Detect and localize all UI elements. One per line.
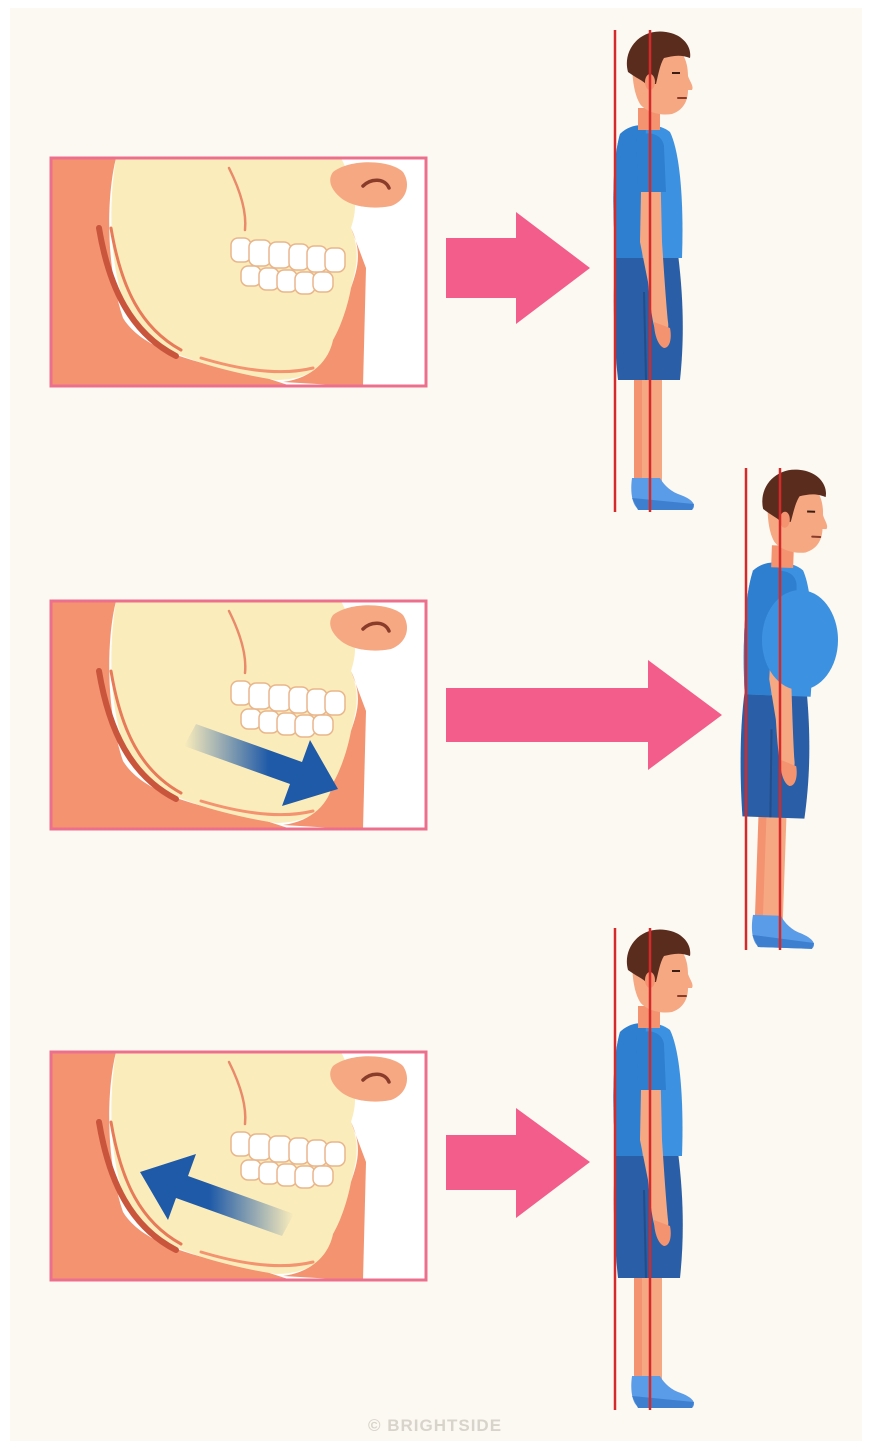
pink-arrow-3 xyxy=(446,1108,590,1218)
jaw-panel-normal xyxy=(51,158,426,386)
pink-arrow-1 xyxy=(446,212,590,324)
figure-upright-top xyxy=(613,30,694,512)
jaw-panel-forward xyxy=(51,601,426,829)
jaw-panel-backward xyxy=(51,1052,426,1280)
figure-upright-bottom xyxy=(613,928,694,1410)
pink-arrow-2 xyxy=(446,660,722,770)
brightside-watermark: © BRIGHTSIDE xyxy=(0,1416,870,1436)
figure-leaning-back xyxy=(733,468,838,950)
